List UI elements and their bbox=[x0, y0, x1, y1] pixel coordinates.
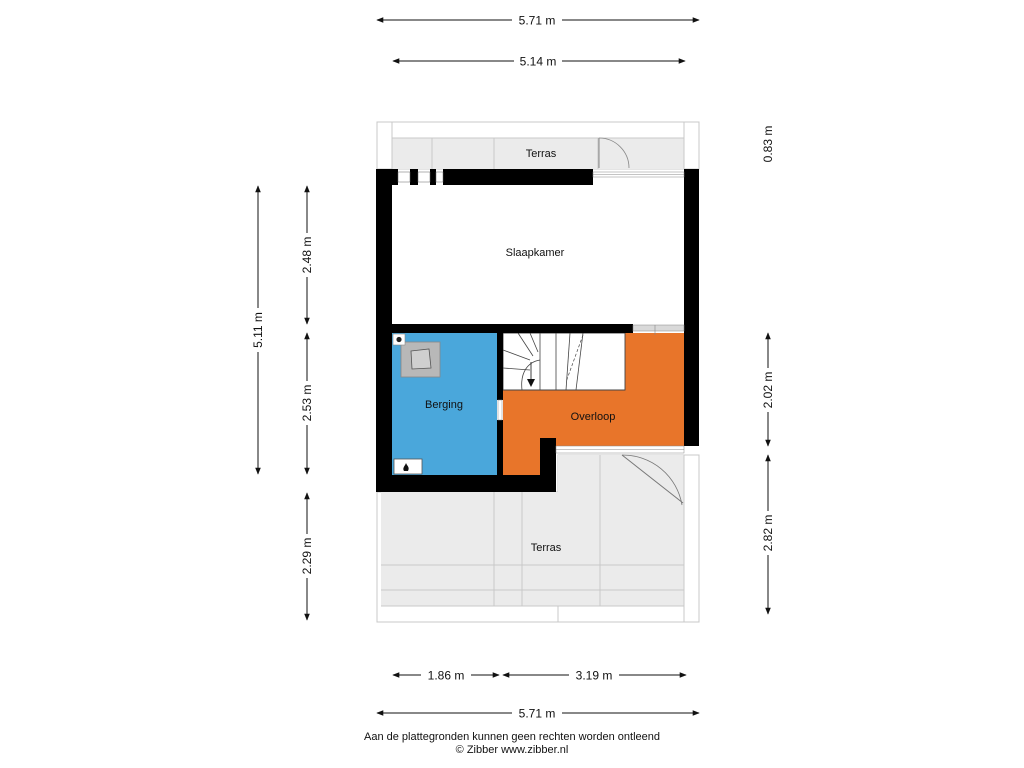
dimension-bottom-left: 1.86 m bbox=[392, 667, 500, 683]
landing-area bbox=[503, 333, 684, 475]
dimension-bottom-left-label: 1.86 m bbox=[428, 669, 465, 683]
terrace-bottom bbox=[376, 454, 700, 623]
dimension-left-terrace: 2.29 m bbox=[299, 492, 315, 621]
footer-disclaimer: Aan de plattegronden kunnen geen rechten… bbox=[363, 731, 660, 743]
dimension-top-overall: 5.71 m bbox=[376, 12, 700, 28]
dimension-right-landing: 2.02 m bbox=[760, 332, 776, 447]
walls bbox=[376, 169, 699, 492]
terrace-bottom-label: Terras bbox=[531, 542, 562, 554]
dimension-right-landing-label: 2.02 m bbox=[761, 372, 775, 409]
dimension-right-terrace-bottom: 2.82 m bbox=[760, 454, 776, 615]
drain-icon bbox=[392, 333, 406, 346]
dimension-bottom-overall: 5.71 m bbox=[376, 705, 700, 721]
dimension-left-lower-label: 2.53 m bbox=[300, 385, 314, 422]
footer-credit: © Zibber www.zibber.nl bbox=[455, 744, 569, 756]
dimension-bottom-right: 3.19 m bbox=[502, 667, 687, 683]
boiler-icon bbox=[400, 341, 441, 378]
dimension-top-overall-label: 5.71 m bbox=[519, 14, 556, 28]
dimension-right-terrace-bottom-label: 2.82 m bbox=[761, 515, 775, 552]
meter-icon bbox=[393, 458, 423, 475]
dimension-top-inner: 5.14 m bbox=[392, 53, 686, 69]
dimension-left-upper: 2.48 m bbox=[299, 185, 315, 325]
bedroom-label: Slaapkamer bbox=[506, 247, 565, 259]
terrace-top bbox=[376, 121, 700, 170]
dimension-left-lower: 2.53 m bbox=[299, 332, 315, 475]
dimension-left-upper-label: 2.48 m bbox=[300, 237, 314, 274]
bedroom-area bbox=[392, 185, 684, 324]
dimension-top-inner-label: 5.14 m bbox=[520, 55, 557, 69]
dimension-bottom-overall-label: 5.71 m bbox=[519, 707, 556, 721]
dimension-left-overall-label: 5.11 m bbox=[251, 312, 265, 348]
dimension-left-terrace-label: 2.29 m bbox=[300, 538, 314, 575]
dimension-right-terrace-label: 0.83 m bbox=[761, 126, 775, 163]
windows bbox=[397, 171, 685, 454]
landing-label: Overloop bbox=[571, 411, 616, 423]
dimension-bottom-right-label: 3.19 m bbox=[576, 669, 613, 683]
dimension-right-terrace: 0.83 m bbox=[761, 126, 775, 163]
terrace-top-label: Terras bbox=[526, 148, 557, 160]
staircase bbox=[502, 332, 626, 391]
dimension-left-overall: 5.11 m bbox=[250, 185, 266, 475]
storage-label: Berging bbox=[425, 399, 463, 411]
